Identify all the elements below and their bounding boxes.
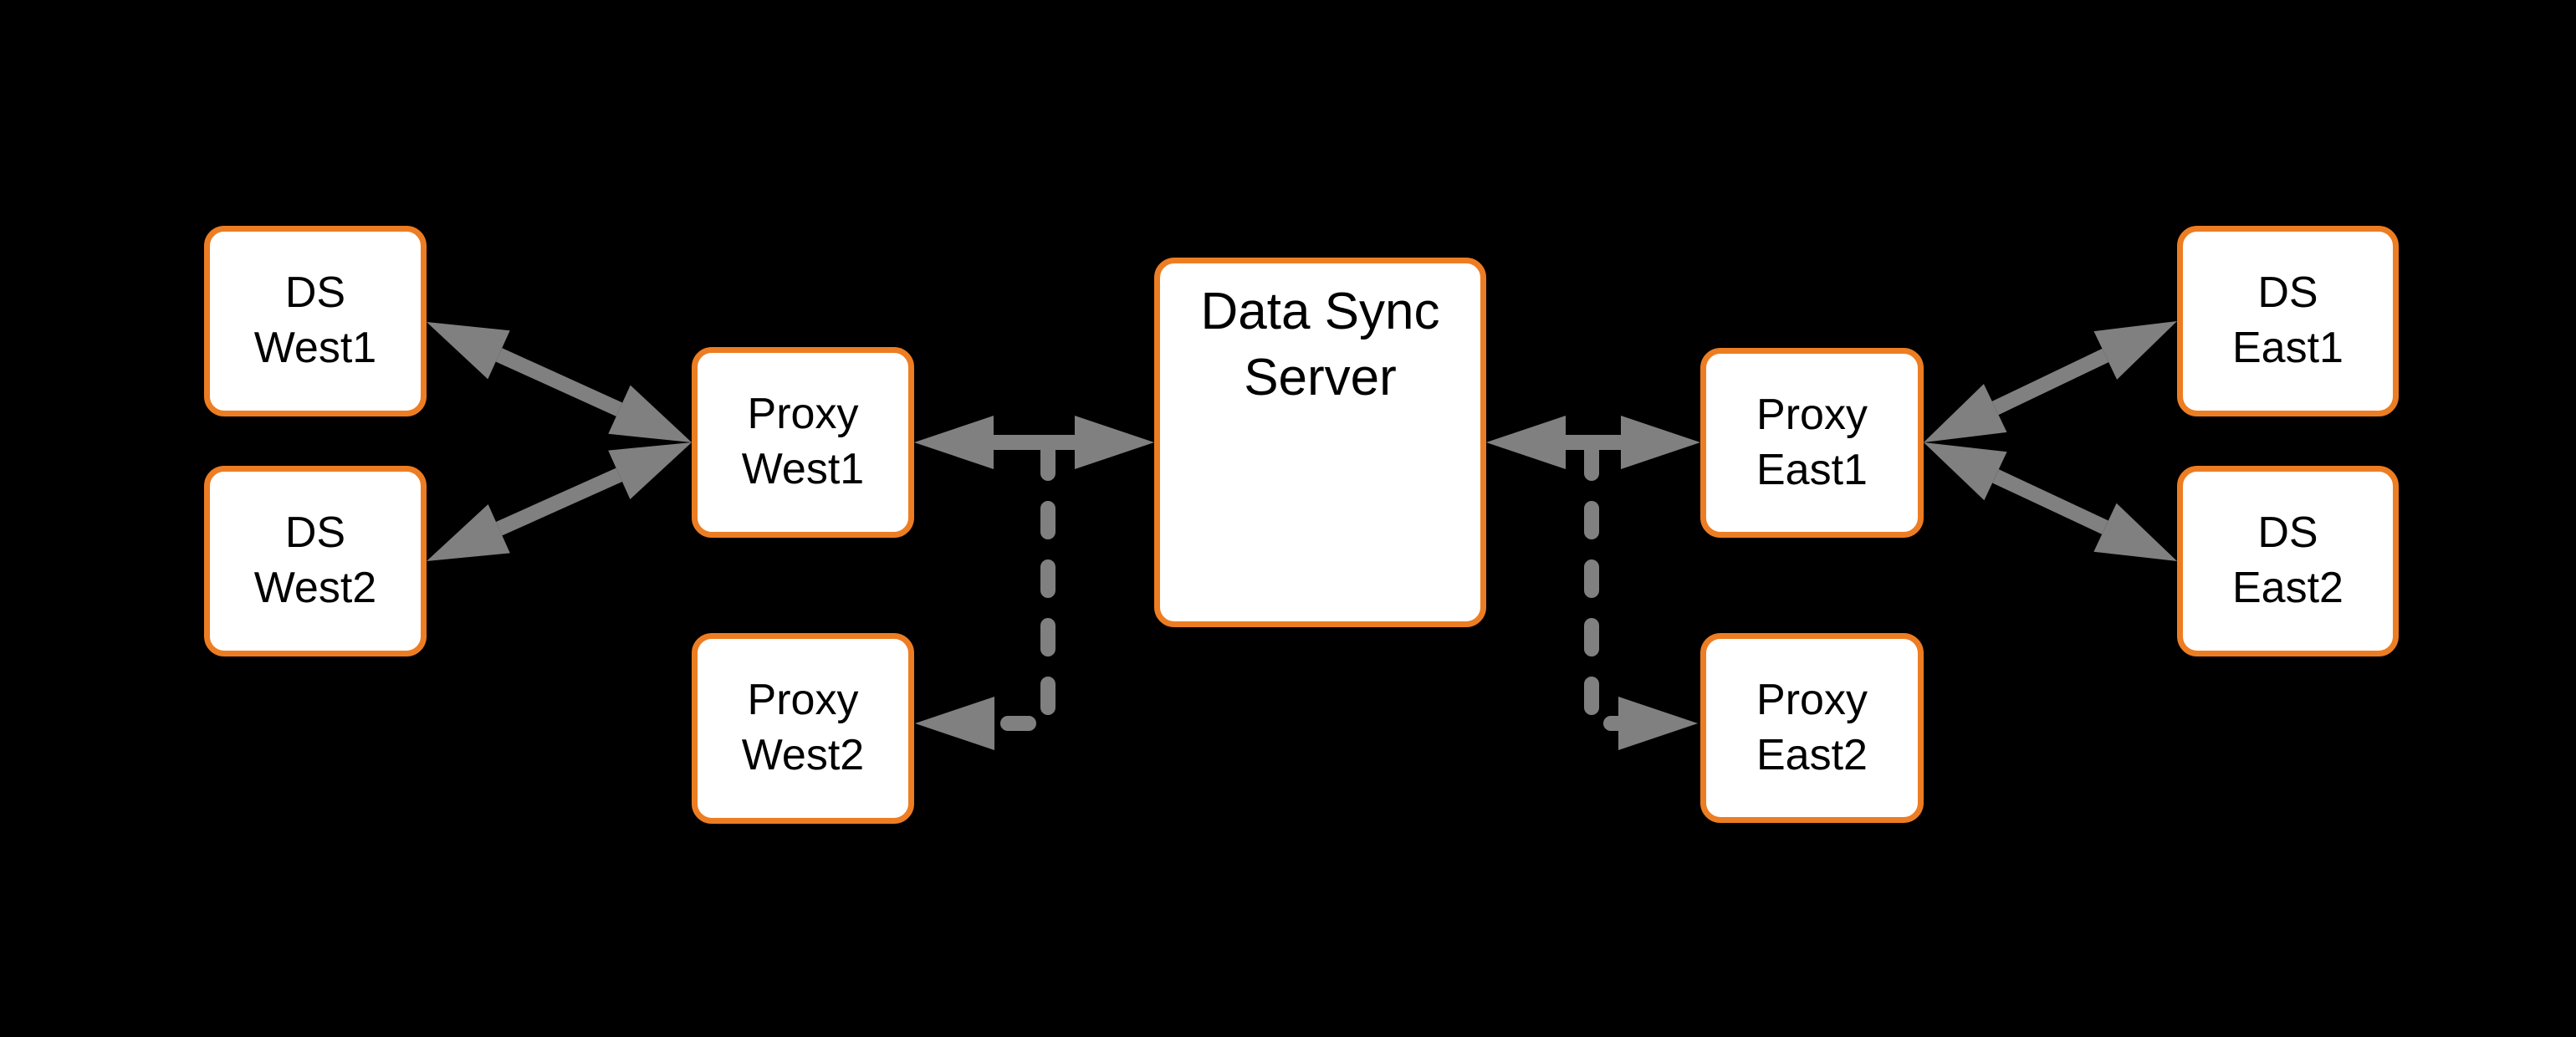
node-ds-west1-label: DS West1: [253, 268, 377, 372]
node-ds-west1: DS West1: [204, 226, 427, 416]
node-data-sync-server-label: Data Sync Server: [1200, 283, 1440, 407]
node-proxy-west2: Proxy West2: [692, 633, 914, 824]
node-ds-west2: DS West2: [204, 466, 427, 656]
node-proxy-east1-label: Proxy East1: [1756, 390, 1868, 494]
node-ds-west2-label: DS West2: [253, 508, 377, 612]
node-proxy-east2-label: Proxy East2: [1756, 675, 1868, 779]
arrow-proxyeast1-dseast2: [1924, 442, 2177, 561]
node-proxy-west1: Proxy West1: [692, 347, 914, 538]
node-proxy-east1: Proxy East1: [1700, 348, 1924, 538]
arrow-datasyncserver-proxyeast1: [1486, 416, 1700, 469]
node-proxy-west2-label: Proxy West2: [741, 676, 865, 779]
node-ds-east1-label: DS East1: [2232, 268, 2343, 372]
node-proxy-east2: Proxy East2: [1700, 633, 1924, 823]
arrow-dswest1-proxywest1: [427, 322, 692, 442]
node-ds-east1: DS East1: [2177, 226, 2399, 416]
node-ds-east2-label: DS East2: [2232, 508, 2343, 612]
dashed-arrow-westlink-proxywest2: [915, 442, 1055, 750]
arrow-proxywest1-datasyncserver: [914, 416, 1154, 469]
dashed-arrow-eastlink-proxyeast2: [1584, 442, 1698, 750]
arrow-dswest2-proxywest1: [427, 442, 692, 561]
arrow-proxyeast1-dseast1: [1924, 321, 2177, 442]
node-proxy-west1-label: Proxy West1: [741, 390, 865, 493]
node-data-sync-server: Data Sync Server: [1154, 258, 1486, 627]
node-ds-east2: DS East2: [2177, 466, 2399, 656]
